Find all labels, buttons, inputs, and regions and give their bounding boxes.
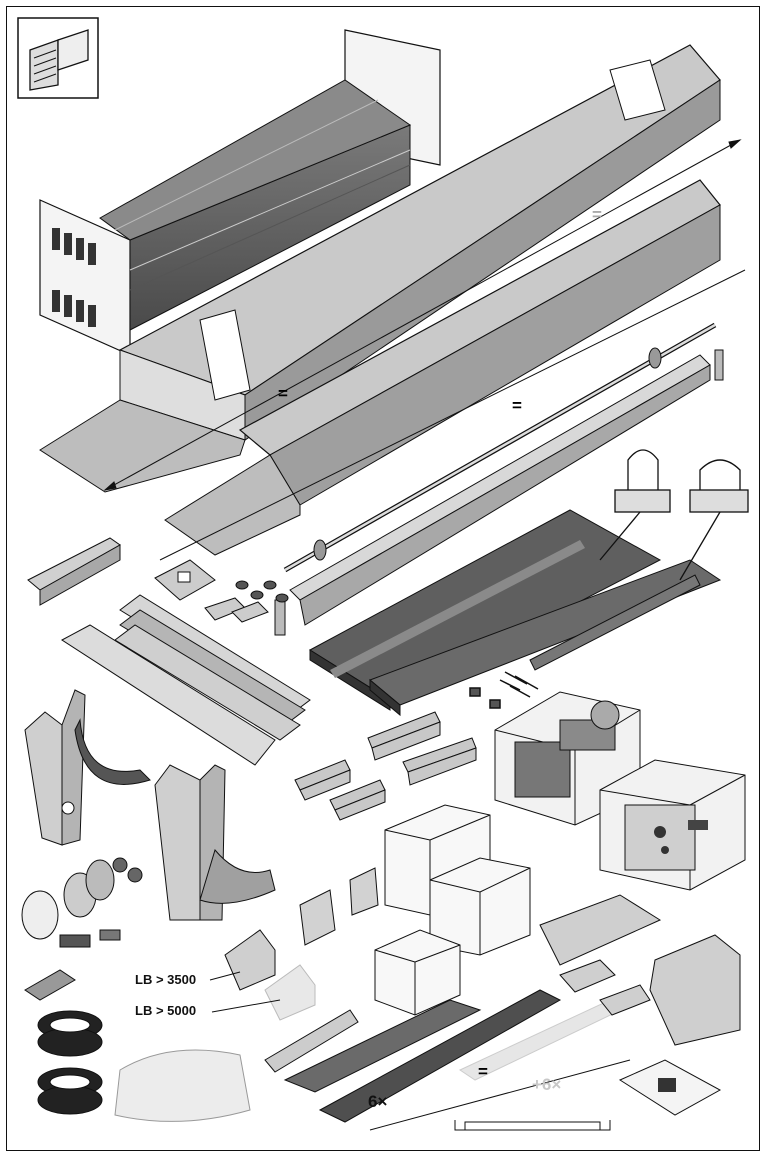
rubber-rolls <box>37 1010 103 1115</box>
bottom-profile <box>454 1120 611 1131</box>
label-qty-6: 6× <box>368 1092 388 1111</box>
bracket-lb3500 <box>224 929 276 991</box>
rail-profiles-stack <box>61 594 311 766</box>
drive-shaft <box>283 322 717 573</box>
equal-mark-1: = <box>278 384 288 403</box>
sealant-cartridge <box>264 1009 359 1073</box>
angle-profile <box>274 349 724 636</box>
page-frame <box>6 6 760 1151</box>
label-lb-5000: LB > 5000 <box>135 1003 197 1018</box>
dimension-arrow-top <box>103 139 742 491</box>
bracket-lb5000 <box>264 964 316 1021</box>
equal-mark-2: = <box>512 396 522 415</box>
control-unit-box <box>599 759 746 891</box>
cardboard-box-3 <box>374 929 461 1016</box>
callout-lines <box>209 971 281 1013</box>
manual-booklet <box>618 1059 722 1116</box>
mounting-plate-small <box>154 559 289 623</box>
corner-post-left <box>24 689 151 846</box>
label-lb-3500: LB > 3500 <box>135 972 197 987</box>
drive-housing-rail <box>39 44 721 493</box>
latch-part <box>24 969 76 1001</box>
clamp-parts <box>299 867 379 946</box>
roller-set <box>21 857 143 948</box>
equal-mark-3: = <box>592 205 602 224</box>
hanger-brackets <box>599 449 749 581</box>
fastener-bag <box>114 1049 251 1122</box>
label-qty-plus6: +6× <box>532 1075 562 1094</box>
wall-bracket-left <box>27 537 121 606</box>
equal-mark-4: = <box>478 1062 488 1081</box>
packed-crate <box>39 29 441 356</box>
drive-housing-lower <box>159 179 746 561</box>
support-brackets-set <box>294 711 477 821</box>
bottom-rails <box>283 989 631 1131</box>
cover-plates <box>539 894 741 1046</box>
bolt-set <box>469 671 539 709</box>
corner-post-right <box>154 764 276 921</box>
gate-corner-symbol-icon <box>17 17 99 99</box>
guide-rails-dark <box>309 509 722 717</box>
